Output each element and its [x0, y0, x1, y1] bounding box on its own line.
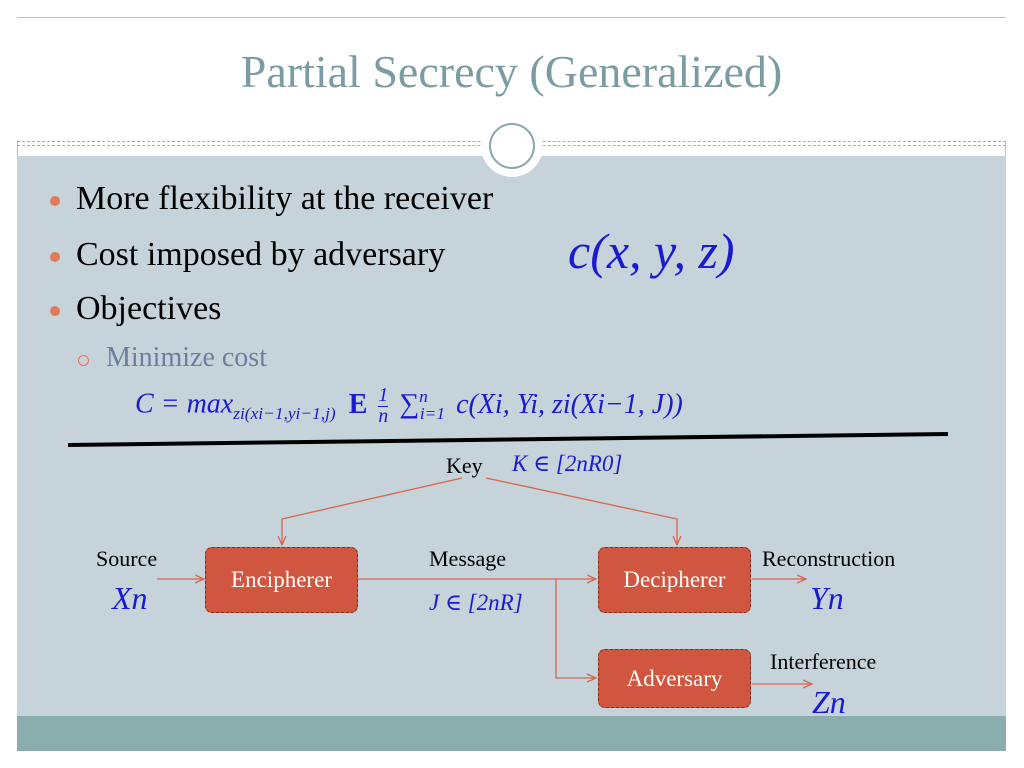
formula-lhs: C = max — [135, 388, 234, 420]
formula-sum-sign: ∑ — [399, 388, 420, 420]
footer-band — [17, 716, 1006, 751]
formula-frac-num: 1 — [378, 385, 389, 407]
formula-max-subscript: zi(xi−1,yi−1,j) — [233, 404, 336, 424]
reconstruction-math: Yn — [810, 580, 844, 616]
cost-function-math: c(x, y, z) — [568, 223, 735, 279]
encipherer-box: Encipherer — [205, 547, 358, 613]
bullet-dot — [50, 306, 60, 316]
formula-body: c(Xi, Yi, zi(Xi−1, J)) — [456, 388, 683, 420]
cost-formula: C = maxzi(xi−1,yi−1,j) E 1 n ∑ni=1 c(Xi,… — [135, 386, 683, 426]
formula-frac-den: n — [378, 405, 389, 427]
sub-bullet-ring — [78, 355, 89, 366]
bullet-dot — [50, 252, 60, 262]
sub-bullet-minimize-cost: Minimize cost — [106, 342, 267, 373]
bullet-dot — [50, 196, 60, 206]
formula-sum-top: n — [419, 387, 428, 407]
bullet-flexibility: More flexibility at the receiver — [76, 180, 494, 217]
source-math: Xn — [112, 580, 148, 616]
formula-expectation: E — [348, 388, 368, 420]
bullet-cost: Cost imposed by adversary — [76, 236, 446, 273]
arrow-key-to-encipherer — [282, 477, 463, 545]
message-label: Message — [429, 546, 506, 571]
formula-sum-bottom: i=1 — [419, 404, 446, 424]
section-separator-line — [67, 432, 949, 447]
reconstruction-label: Reconstruction — [762, 546, 896, 571]
slide-title: Partial Secrecy (Generalized) — [240, 46, 783, 97]
decipherer-box: Decipherer — [598, 547, 751, 613]
message-math: J ∈ [2nR] — [429, 590, 523, 615]
source-label: Source — [96, 546, 158, 571]
bullet-objectives: Objectives — [76, 290, 222, 327]
divider-ring-inner — [489, 123, 535, 169]
formula-fraction: 1 n — [378, 385, 389, 427]
arrow-key-to-decipherer — [485, 477, 677, 545]
key-label: Key — [446, 453, 483, 478]
key-math: K ∈ [2nR0] — [512, 451, 623, 476]
arrow-message-to-adversary — [555, 579, 596, 678]
interference-math: Zn — [812, 684, 846, 720]
adversary-box: Adversary — [598, 649, 751, 708]
interference-label: Interference — [770, 649, 877, 674]
